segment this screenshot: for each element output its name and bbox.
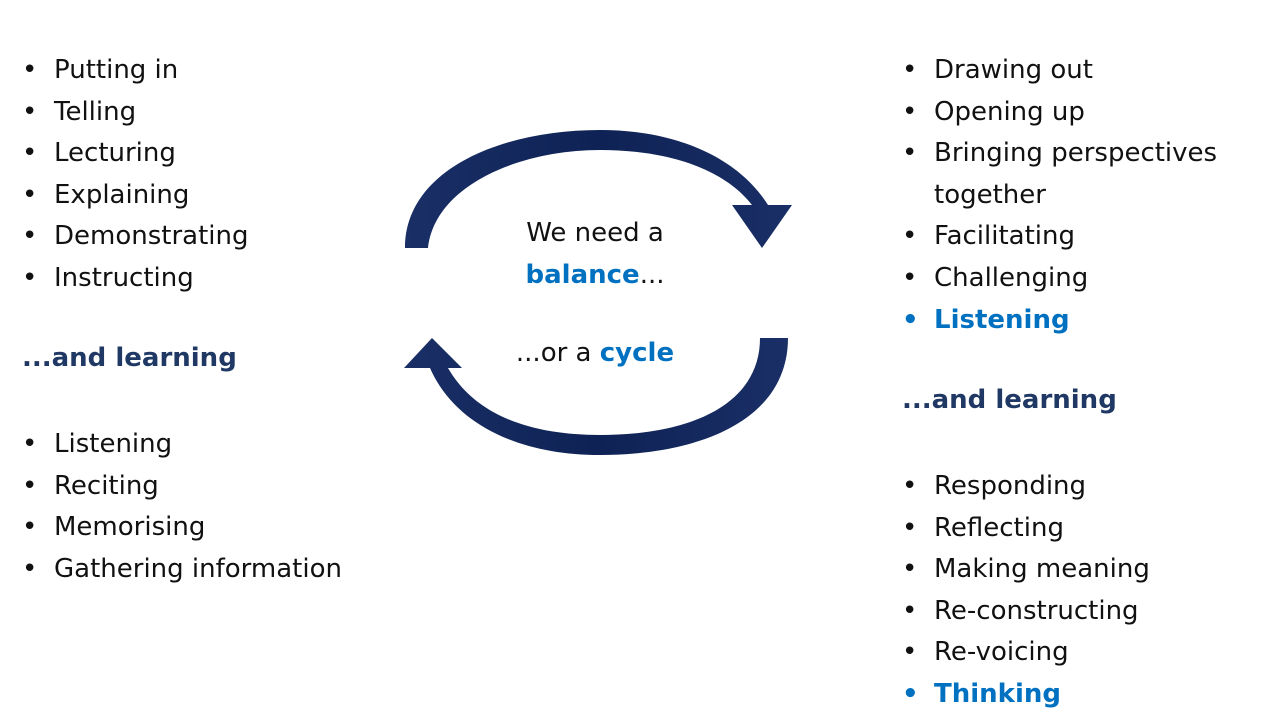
left-learning-heading: ...and learning [22, 343, 237, 373]
list-item: Drawing out [902, 50, 1217, 92]
balance-text: We need a balance... [480, 212, 710, 296]
list-item: Memorising [22, 507, 342, 549]
list-item: Responding [902, 466, 1150, 508]
list-item: Reciting [22, 466, 342, 508]
list-item: Explaining [22, 175, 249, 217]
top-arrow-icon [405, 130, 792, 248]
list-item-continuation: together [934, 179, 1046, 210]
list-item: Opening up [902, 92, 1217, 134]
cycle-text: ...or a cycle [480, 338, 710, 368]
list-item: Gathering information [22, 549, 342, 591]
list-item-highlight: Listening [902, 300, 1217, 342]
list-item: Listening [22, 424, 342, 466]
list-item: Bringing perspectives [902, 133, 1217, 175]
cycle-prefix: ...or a [515, 338, 600, 368]
list-item: Lecturing [22, 133, 249, 175]
list-item: Demonstrating [22, 216, 249, 258]
list-item: Facilitating [902, 216, 1217, 258]
balance-suffix: ... [639, 260, 665, 290]
list-item: Challenging [902, 258, 1217, 300]
right-teaching-list: Drawing out Opening up Bringing perspect… [902, 50, 1217, 341]
list-item-highlight: Thinking [902, 674, 1150, 716]
list-item: Reflecting [902, 508, 1150, 550]
bottom-arrow-icon [404, 338, 788, 455]
list-item: Putting in [22, 50, 249, 92]
balance-line2: balance... [480, 254, 710, 296]
list-item: Making meaning [902, 549, 1150, 591]
right-learning-list: Responding Reflecting Making meaning Re-… [902, 466, 1150, 716]
left-learning-list: Listening Reciting Memorising Gathering … [22, 424, 342, 590]
balance-word: balance [525, 260, 640, 290]
list-item: Re-constructing [902, 591, 1150, 633]
balance-line1: We need a [526, 218, 664, 248]
right-learning-heading: ...and learning [902, 385, 1117, 415]
left-teaching-list: Putting in Telling Lecturing Explaining … [22, 50, 249, 300]
list-item: Re-voicing [902, 632, 1150, 674]
list-item: Telling [22, 92, 249, 134]
list-item: Instructing [22, 258, 249, 300]
cycle-word: cycle [599, 338, 675, 368]
